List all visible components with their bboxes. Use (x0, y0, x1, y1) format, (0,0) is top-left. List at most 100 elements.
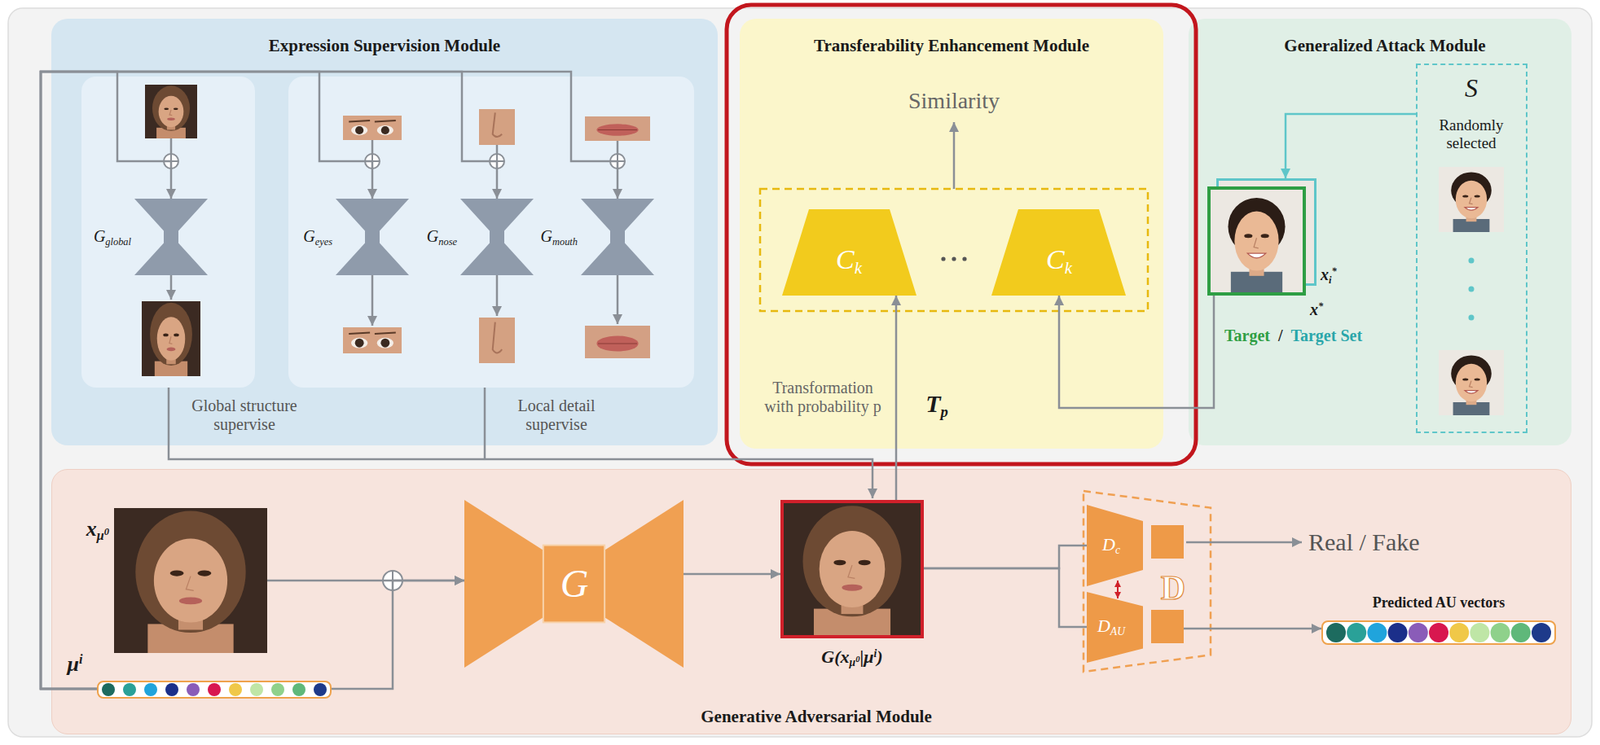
rect-shape (1210, 189, 1303, 293)
wire (170, 275, 173, 300)
text-part: i (79, 652, 83, 667)
au-vector: Predicted AU vectors (1321, 620, 1557, 646)
sub-panel (288, 76, 695, 388)
transform-note: Transformation with probability p (760, 378, 887, 417)
vector-caption: Predicted AU vectors (1372, 594, 1506, 612)
line-shape (169, 336, 173, 344)
wire (483, 387, 487, 460)
head-name: DAU (1097, 615, 1126, 639)
generator: Gmouth (580, 198, 655, 276)
vector-entry (101, 683, 115, 697)
face-picture (342, 327, 402, 354)
text-part: * (1331, 265, 1337, 277)
face-part (152, 85, 190, 131)
text-part: c (1115, 544, 1121, 557)
face-part (1462, 378, 1469, 381)
node-shape (460, 198, 534, 276)
face-part (351, 125, 368, 136)
face-part (596, 123, 638, 136)
ensemble-frame (1083, 491, 1211, 673)
classifier: Ck (991, 209, 1126, 296)
text-part: i (874, 647, 878, 660)
background-panel (8, 8, 1592, 738)
face-part (1234, 210, 1279, 271)
node-shape (96, 681, 332, 699)
rect-shape (479, 317, 515, 364)
line-shape (1464, 207, 1478, 211)
text-part: μ (849, 656, 857, 669)
classifier-name: Ck (1046, 243, 1073, 279)
face-part (377, 125, 394, 136)
output-name: Real / Fake (1308, 528, 1420, 558)
set-caption: Randomly selected (1426, 116, 1517, 153)
rect-shape (1438, 167, 1504, 233)
text-part: x (1320, 265, 1329, 284)
generator-name: Gglobal (93, 227, 132, 248)
face-part (197, 571, 211, 577)
line-shape (492, 112, 502, 137)
face-part (163, 107, 169, 110)
dot (940, 256, 946, 261)
generator-shape (580, 198, 655, 276)
line-shape (1469, 197, 1473, 205)
classifier-shape (991, 209, 1126, 296)
line-shape (348, 120, 370, 123)
vector-entry (250, 683, 264, 697)
line-shape (848, 565, 855, 579)
face-picture (141, 301, 201, 377)
text-part: nose (438, 235, 458, 247)
line-shape (1253, 237, 1259, 249)
line-shape (1469, 381, 1473, 388)
discriminator-shape (1086, 592, 1143, 664)
text-part: 0 (104, 526, 110, 538)
shared-weights-arrow (1116, 580, 1119, 599)
face-part (351, 338, 368, 349)
face-part (858, 560, 871, 566)
dot (355, 126, 364, 135)
node-shape (1210, 189, 1303, 293)
image-symbol: x* (1309, 300, 1324, 320)
node-shape (580, 198, 655, 276)
rect-shape (479, 109, 515, 146)
face-picture (783, 503, 921, 636)
face-part (1455, 364, 1487, 402)
text-part: D (1097, 615, 1111, 637)
face-picture (479, 317, 515, 364)
face-part (833, 560, 846, 566)
text-part: |μ (859, 646, 874, 668)
vector-entry (1388, 623, 1408, 643)
face-part (179, 597, 203, 605)
classifier-shape (782, 209, 917, 296)
edge-label: Tp (923, 390, 951, 421)
dot (1468, 286, 1475, 293)
separator: / (1275, 326, 1286, 346)
text-part: G (540, 227, 553, 246)
line-shape (1247, 253, 1266, 259)
line-shape (492, 322, 502, 354)
sub-panel (81, 76, 255, 388)
vector-entry (1367, 623, 1387, 643)
generator-name: G (560, 561, 590, 607)
supervision-note: Global structure supervise (183, 396, 306, 435)
text-part: mouth (552, 235, 578, 247)
sample-set: SRandomly selected (1415, 63, 1528, 434)
discriminator: DcDAUD (1081, 489, 1213, 674)
vector-entry (144, 683, 158, 697)
target-legend: Target Set (1287, 326, 1365, 346)
text-part: global (105, 235, 132, 247)
generator-shape (134, 198, 208, 276)
discriminator-shape (1086, 505, 1143, 587)
generator: Gglobal (134, 198, 208, 276)
face-part (167, 118, 176, 121)
module-title: Expression Supervision Module (268, 35, 501, 56)
face-part (149, 303, 193, 366)
face-part (1474, 194, 1481, 198)
head-name: Dc (1102, 534, 1121, 558)
generator-name: Geyes (303, 227, 333, 248)
bottleneck (543, 545, 605, 624)
face-picture (145, 84, 198, 139)
generator-name: Gmouth (540, 227, 578, 248)
classifier: Ck (782, 209, 917, 296)
